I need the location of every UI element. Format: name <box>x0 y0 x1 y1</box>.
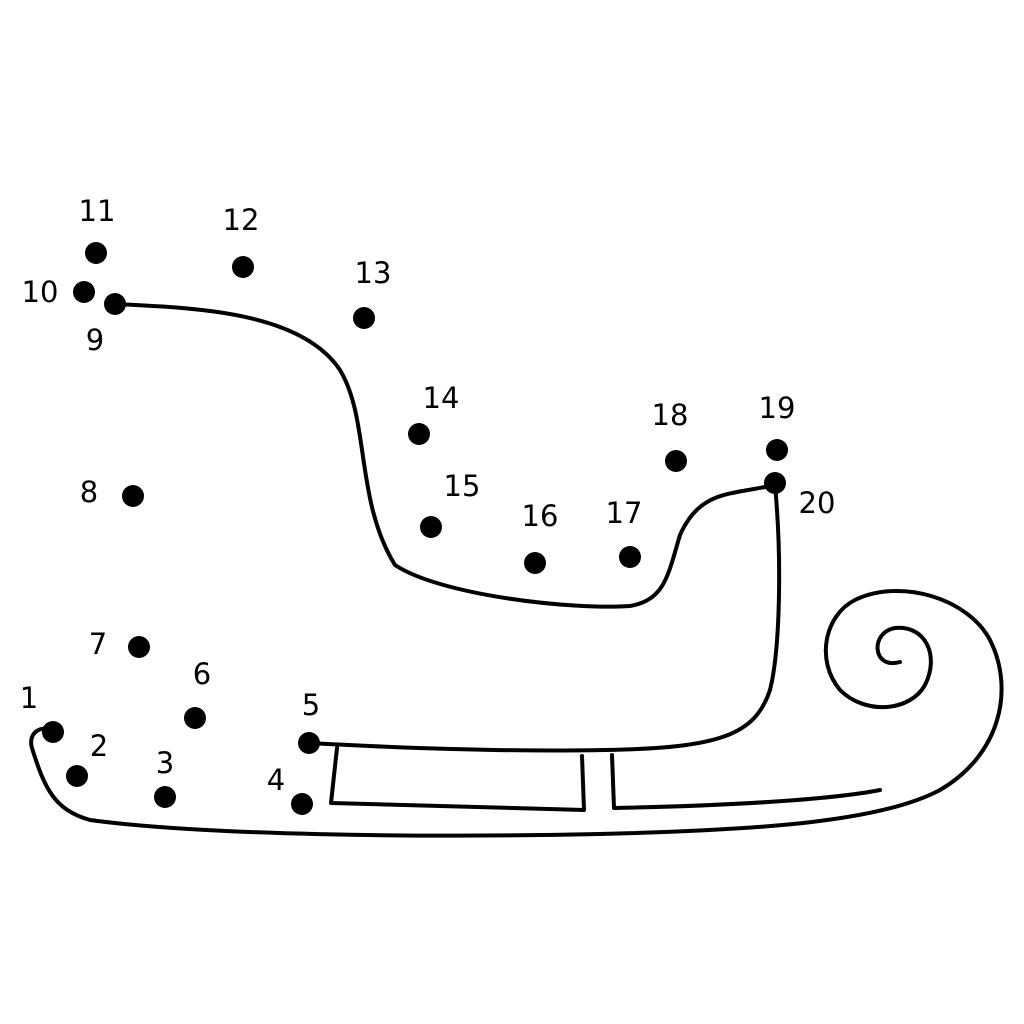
dot-3 <box>154 786 176 808</box>
dot-20 <box>764 472 786 494</box>
dot-number-16: 16 <box>522 499 559 533</box>
dot-number-6: 6 <box>193 657 211 691</box>
dot-number-7: 7 <box>89 627 107 661</box>
front-post-outline <box>307 483 782 753</box>
dot-number-14: 14 <box>423 381 460 415</box>
dot-12 <box>232 256 254 278</box>
dot-number-3: 3 <box>156 746 174 780</box>
dot-13 <box>353 307 375 329</box>
dot-number-2: 2 <box>90 729 108 763</box>
dot-9 <box>104 293 126 315</box>
dot-number-9: 9 <box>86 323 104 357</box>
dot-17 <box>619 546 641 568</box>
dot-number-1: 1 <box>20 681 38 715</box>
dot-number-19: 19 <box>759 391 796 425</box>
seat-outline <box>113 302 777 609</box>
left-runner-support <box>329 746 586 812</box>
dot-number-10: 10 <box>22 275 59 309</box>
dot-2 <box>66 765 88 787</box>
dot-number-20: 20 <box>799 486 836 520</box>
dot-5 <box>298 732 320 754</box>
dot-8 <box>122 485 144 507</box>
dot-7 <box>128 636 150 658</box>
sleigh-outline <box>29 302 1004 838</box>
dot-6 <box>184 707 206 729</box>
dot-number-17: 17 <box>606 496 643 530</box>
dot-number-12: 12 <box>223 203 260 237</box>
dot-15 <box>420 516 442 538</box>
dot-number-15: 15 <box>444 469 481 503</box>
dot-number-11: 11 <box>79 194 116 228</box>
dot-number-4: 4 <box>267 763 285 797</box>
runner-outline <box>29 589 1004 838</box>
dot-number-13: 13 <box>355 256 392 290</box>
dot-number-8: 8 <box>80 475 98 509</box>
right-runner-support <box>610 753 882 810</box>
dot-1 <box>42 721 64 743</box>
dot-4 <box>291 793 313 815</box>
dot-18 <box>665 450 687 472</box>
dot-16 <box>524 552 546 574</box>
dot-14 <box>408 423 430 445</box>
dot-11 <box>85 242 107 264</box>
dot-10 <box>73 281 95 303</box>
dot-19 <box>766 439 788 461</box>
dot-number-18: 18 <box>652 398 689 432</box>
dot-number-5: 5 <box>302 688 320 722</box>
